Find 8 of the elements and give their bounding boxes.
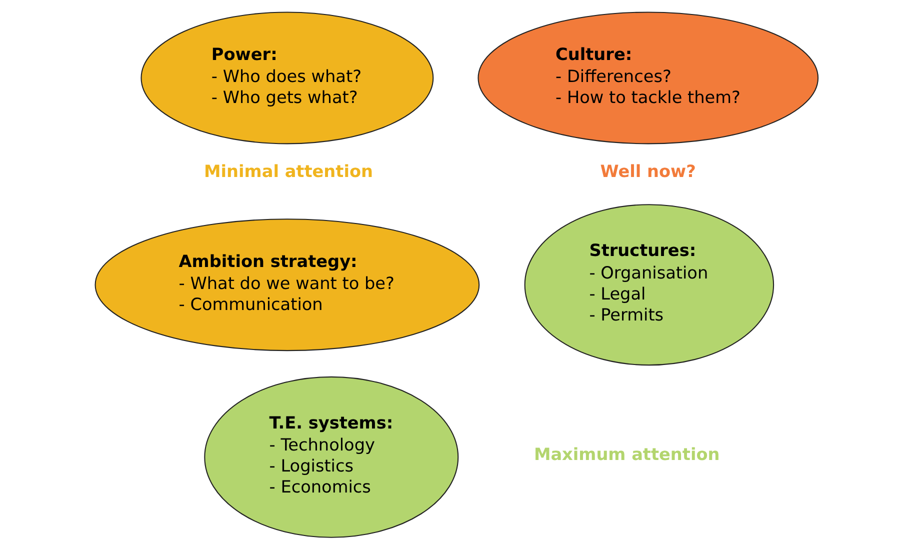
node-ellipse: Structures: - Organisation - Legal - Permits: [524, 204, 774, 366]
node-ellipse: T.E. systems: - Technology - Logistics - Economics: [204, 376, 459, 538]
label: Well now?: [600, 160, 696, 181]
node-ellipse: Power: - Who does what? - Who gets what?: [140, 12, 434, 144]
label: Maximum attention: [534, 444, 720, 464]
node-ellipse: Ambition strategy: - What do we want to be? - Communication: [94, 218, 480, 352]
node-ellipse: Culture: - Differences? - How to tackle them?: [478, 12, 819, 144]
label: Minimal attention: [204, 160, 374, 181]
